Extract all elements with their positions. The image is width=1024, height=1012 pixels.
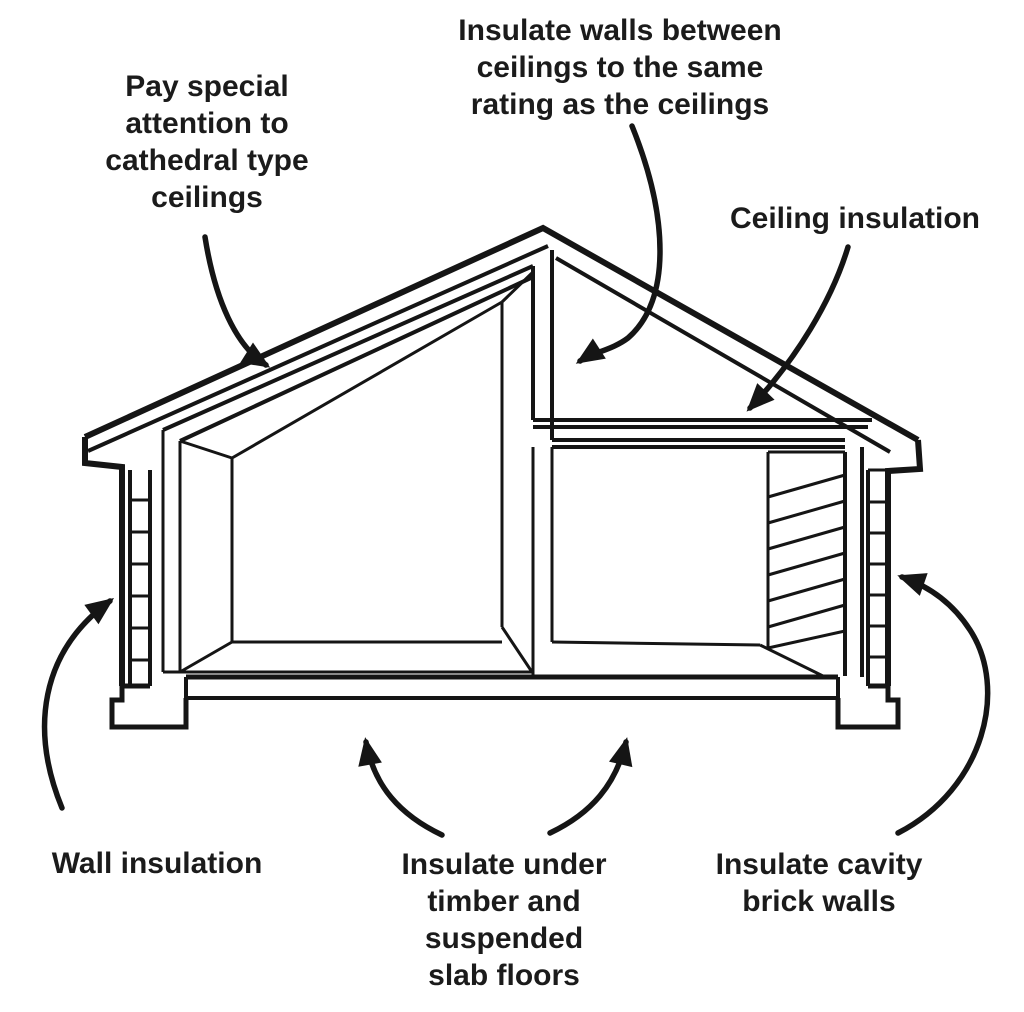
label-insulate-walls-between: Insulate walls between ceilings to the s… bbox=[458, 14, 782, 121]
label-ceiling-insulation: Ceiling insulation bbox=[729, 202, 980, 235]
outer-shell bbox=[82, 224, 924, 686]
left-brick-wall bbox=[128, 470, 152, 686]
right-roof-inner bbox=[554, 256, 892, 454]
interior-lines bbox=[161, 270, 824, 678]
right-wall-insulation bbox=[766, 450, 846, 650]
arrow-ceiling-insulation bbox=[746, 244, 851, 412]
label-wall-insulation: Wall insulation bbox=[51, 847, 263, 880]
right-wall-lining bbox=[843, 447, 864, 677]
arrow-under-floor-right bbox=[547, 737, 633, 836]
wall-between-ceilings bbox=[531, 250, 554, 440]
arrow-cathedral-ceiling bbox=[202, 234, 271, 368]
floor-slab bbox=[184, 674, 840, 700]
arrow-under-floor-left bbox=[358, 737, 445, 838]
arrow-cavity-brick bbox=[895, 573, 991, 836]
right-cavity-brick-wall bbox=[866, 468, 888, 686]
left-footing bbox=[109, 683, 189, 730]
label-cathedral-ceilings: Pay special attention to cathedral type … bbox=[105, 70, 309, 214]
arrow-wall-between-ceilings bbox=[575, 123, 663, 364]
right-footing bbox=[835, 683, 901, 730]
label-insulate-under-floors: Insulate under timber and suspended slab… bbox=[401, 848, 607, 992]
label-insulate-cavity-brick-walls: Insulate cavity brick walls bbox=[715, 848, 923, 918]
arrow-wall-insulation bbox=[41, 598, 115, 811]
cathedral-roof-layers bbox=[87, 244, 549, 453]
flat-ceiling bbox=[533, 418, 872, 449]
